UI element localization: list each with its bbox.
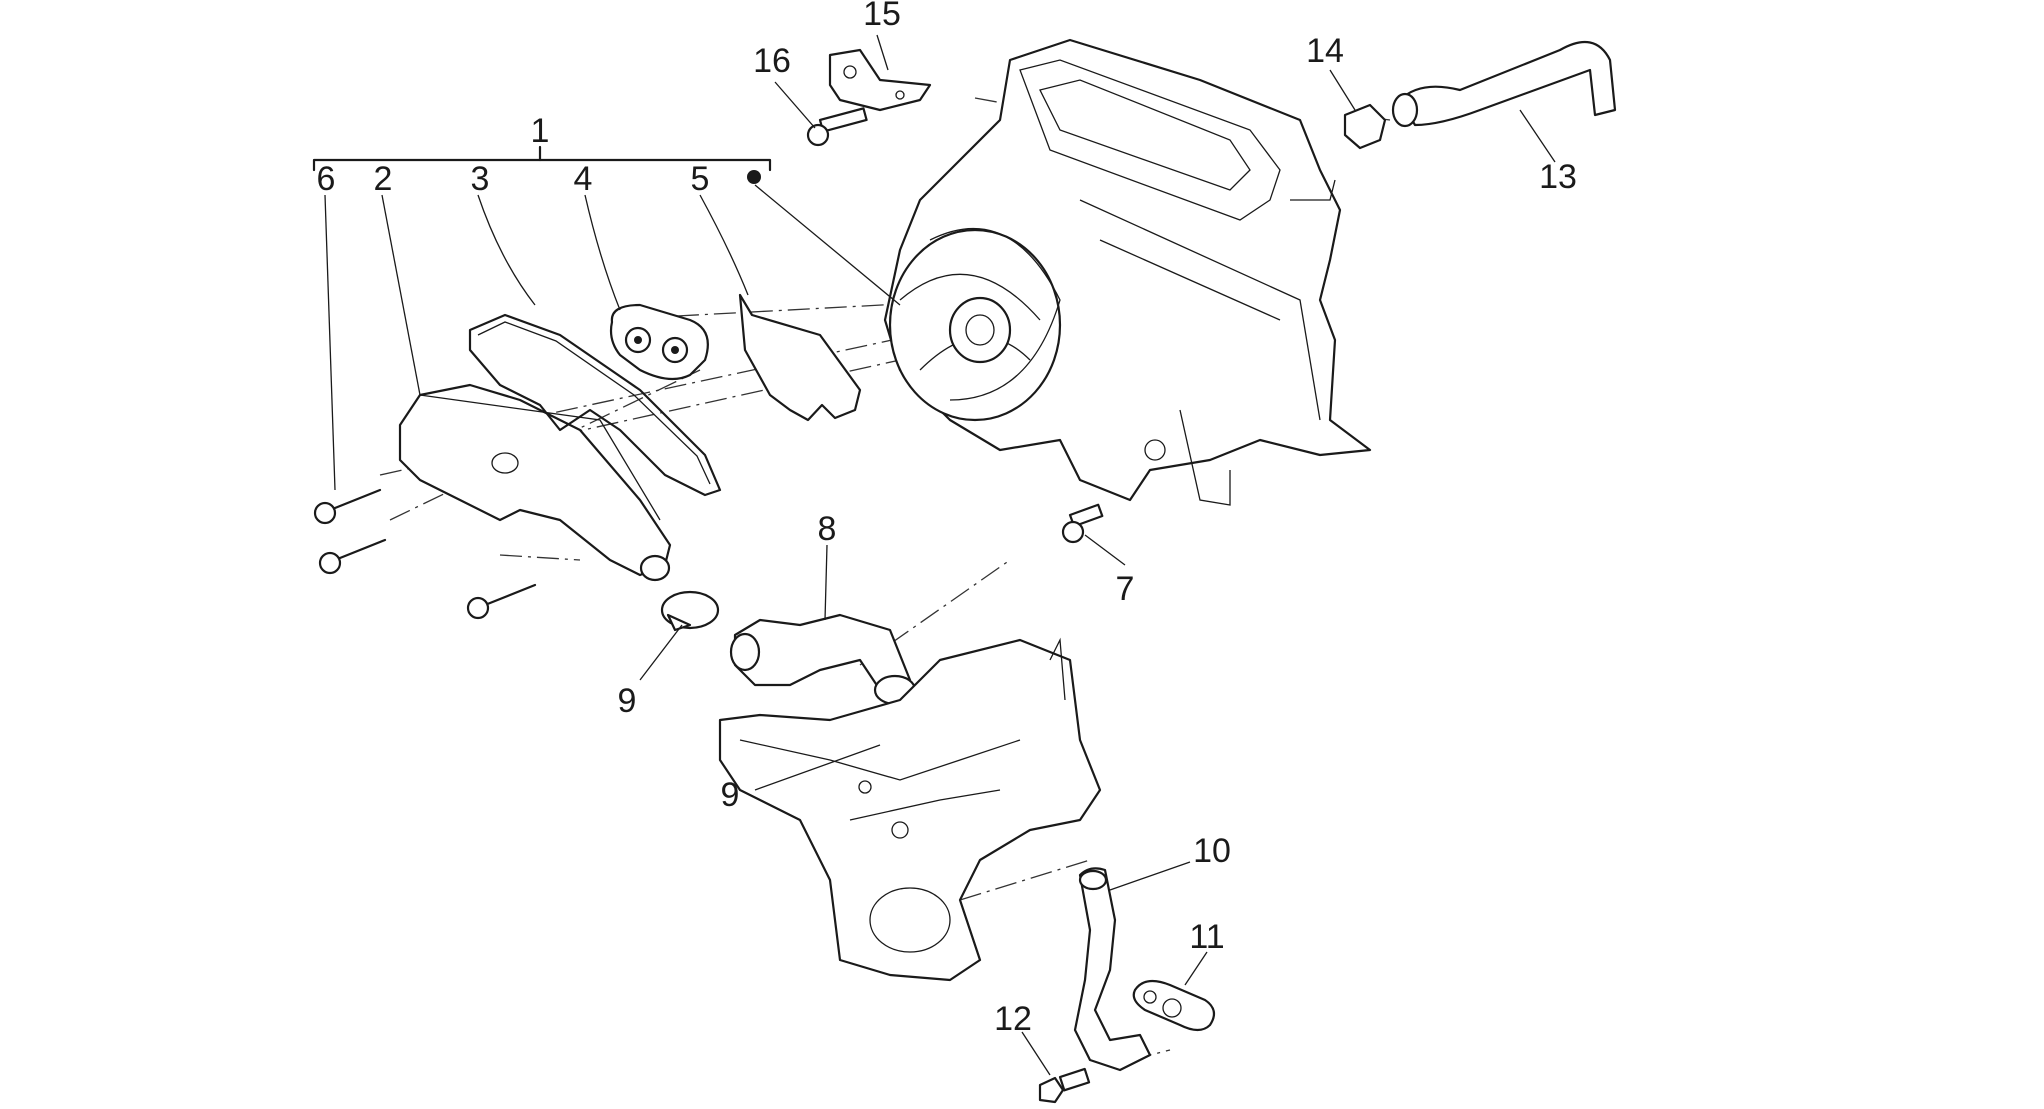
clamp-9-upper [660, 590, 720, 632]
plate-4 [609, 303, 709, 381]
callout-2: 2 [374, 160, 393, 198]
callout-13: 13 [1539, 158, 1577, 196]
bracket-15 [828, 48, 932, 112]
screw-7 [1061, 503, 1104, 544]
callouts: 1 2 3 4 5 6 7 8 9 9 10 11 12 13 14 15 16 [317, 0, 1577, 1038]
callout-9-upper: 9 [618, 682, 637, 720]
kit-bullet [747, 170, 761, 184]
gasket-3 [468, 313, 722, 497]
callout-11: 11 [1189, 918, 1224, 956]
lower-support [718, 637, 1102, 982]
kit-bracket [312, 145, 772, 184]
cooling-fan-housing [883, 38, 1372, 506]
callout-9-lower: 9 [721, 776, 740, 814]
callout-14: 14 [1306, 32, 1344, 70]
bolt-12 [1038, 1067, 1091, 1104]
screws-6 [313, 488, 537, 620]
callout-1: 1 [531, 112, 550, 150]
pad-5 [738, 293, 862, 422]
callout-3: 3 [471, 160, 490, 198]
callout-6: 6 [317, 160, 336, 198]
callout-8: 8 [818, 510, 837, 548]
gasket-11 [1132, 979, 1216, 1032]
clamp-14 [1343, 103, 1387, 150]
cover-2 [398, 383, 672, 582]
leader-lines [324, 34, 1556, 1076]
callout-10: 10 [1193, 832, 1231, 870]
screw-16 [806, 107, 868, 147]
callout-4: 4 [574, 160, 593, 198]
callout-12: 12 [994, 1000, 1032, 1038]
callout-7: 7 [1116, 570, 1135, 608]
duct-8 [729, 613, 917, 706]
callout-15: 15 [863, 0, 901, 33]
pipe-10 [1073, 867, 1152, 1072]
hose-13 [1391, 40, 1617, 128]
callout-16: 16 [753, 42, 791, 80]
callout-5: 5 [691, 160, 710, 198]
